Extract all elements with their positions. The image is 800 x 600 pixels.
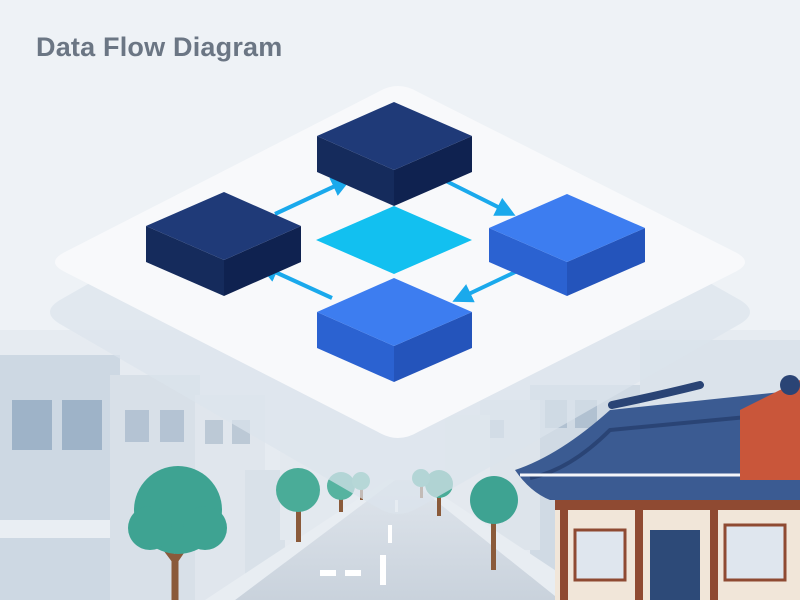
tree-right-1: [470, 476, 518, 570]
window: [125, 410, 149, 442]
hanok-roof-ornament: [780, 375, 800, 395]
awning: [0, 520, 120, 538]
hanok-pillar: [710, 510, 718, 600]
crosswalk-mark: [345, 570, 361, 576]
hanok-pillar: [560, 510, 568, 600]
building-left-1: [0, 355, 120, 600]
hanok-window: [723, 523, 787, 582]
hanok-house: [515, 375, 800, 600]
hanok-roof-top: [608, 381, 704, 409]
window: [62, 400, 102, 450]
node-center: [316, 206, 472, 274]
hanok-window: [573, 528, 627, 582]
tree-left-2: [276, 468, 320, 542]
lane-mark: [388, 525, 392, 543]
lane-mark: [380, 555, 386, 585]
window: [12, 400, 52, 450]
hanok-pillar: [635, 510, 643, 600]
road: [235, 480, 560, 600]
arrow-top-to-right: [435, 174, 516, 216]
node-left: [146, 192, 301, 296]
arrow-left-to-top: [274, 177, 352, 216]
window: [205, 420, 223, 444]
window: [160, 410, 184, 442]
node-right: [489, 194, 645, 296]
node-top: [317, 102, 472, 206]
diagram-title: Data Flow Diagram: [36, 32, 283, 62]
hanok-door: [650, 530, 700, 600]
tree-large-left: [128, 466, 227, 600]
node-bottom: [317, 278, 472, 382]
hanok-beam: [555, 500, 800, 510]
crosswalk-mark: [320, 570, 336, 576]
hanok-gable: [740, 380, 800, 480]
sidewalk-right: [410, 478, 600, 600]
